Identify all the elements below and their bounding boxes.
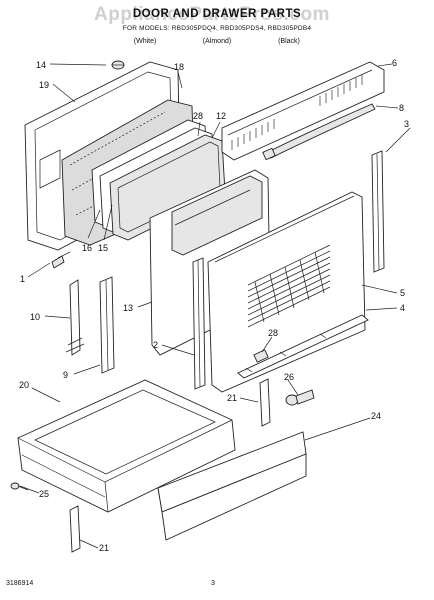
callout-18: 18 bbox=[174, 62, 184, 72]
part-door-side-trim bbox=[371, 150, 385, 273]
panel-vent-slots bbox=[231, 75, 363, 150]
callout-21b: 21 bbox=[99, 543, 109, 553]
part-door-screw bbox=[111, 60, 125, 70]
part-drawer-roller bbox=[285, 389, 315, 406]
part-door-bottom-trim bbox=[237, 314, 369, 379]
part-door-hinge bbox=[192, 257, 206, 390]
callout-4: 4 bbox=[400, 303, 405, 313]
part-drawer-glide-left bbox=[69, 505, 81, 553]
leader-lines bbox=[19, 63, 411, 549]
part-drawer-slide-bracket bbox=[65, 279, 85, 356]
callout-15: 15 bbox=[98, 243, 108, 253]
part-drawer-glide-right bbox=[259, 378, 271, 427]
callout-10: 10 bbox=[30, 312, 40, 322]
callout-3: 3 bbox=[404, 119, 409, 129]
color-almond: (Almond) bbox=[202, 38, 232, 45]
diagram-title: DOOR AND DRAWER PARTS bbox=[132, 8, 302, 20]
callout-19: 19 bbox=[39, 80, 49, 90]
callout-13: 13 bbox=[123, 303, 133, 313]
callout-8: 8 bbox=[399, 103, 404, 113]
document-code: 3186914 bbox=[6, 580, 34, 587]
part-hinge-screw bbox=[51, 251, 71, 269]
callout-24: 24 bbox=[371, 411, 381, 421]
callout-14: 14 bbox=[36, 60, 46, 70]
page-number: 3 bbox=[211, 580, 215, 587]
color-black: (Black) bbox=[278, 38, 300, 45]
part-clip bbox=[253, 349, 269, 363]
callout-12: 12 bbox=[216, 111, 226, 121]
callout-28b: 28 bbox=[268, 328, 278, 338]
callout-25: 25 bbox=[39, 489, 49, 499]
color-legend: (White) (Almond) (Black) bbox=[0, 38, 434, 45]
callout-21: 21 bbox=[227, 393, 237, 403]
part-outer-door-panel bbox=[207, 191, 366, 393]
callout-26: 26 bbox=[284, 372, 294, 382]
callout-28: 28 bbox=[193, 111, 203, 121]
callout-16: 16 bbox=[82, 243, 92, 253]
color-white: (White) bbox=[133, 38, 157, 45]
part-control-panel-trim bbox=[221, 61, 385, 161]
watermark: AppliancePartsPros.com bbox=[94, 4, 330, 25]
callout-9: 9 bbox=[63, 370, 68, 380]
callout-labels: 14 19 18 28 12 6 8 3 16 15 1 10 13 5 4 2… bbox=[19, 58, 409, 553]
part-drawer-screw bbox=[10, 482, 29, 491]
model-numbers: FOR MODELS: RBD305PDQ4, RBD305PDS4, RBD3… bbox=[122, 25, 312, 32]
callout-5: 5 bbox=[400, 288, 405, 298]
part-storage-drawer bbox=[17, 379, 236, 513]
part-hinge-receptacle bbox=[99, 276, 115, 374]
door-glass-grille bbox=[247, 244, 331, 328]
callout-20: 20 bbox=[19, 380, 29, 390]
part-door-handle bbox=[262, 103, 376, 161]
callout-2: 2 bbox=[153, 340, 158, 350]
part-window-glass-pack bbox=[91, 119, 226, 241]
callout-6: 6 bbox=[392, 58, 397, 68]
callout-1: 1 bbox=[20, 274, 25, 284]
part-drawer-front-panel bbox=[157, 431, 307, 541]
